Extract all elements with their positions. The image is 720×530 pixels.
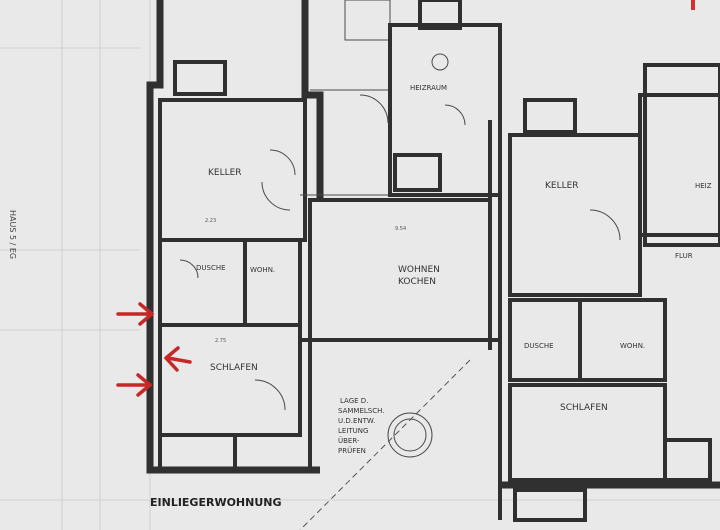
edge-label: HAUS 5 / EG (8, 210, 17, 259)
note-line-4: LEITUNG (338, 427, 368, 435)
room-label-schlafen-left: SCHLAFEN (210, 363, 258, 373)
walls-center (308, 0, 502, 520)
room-label-kochen: KOCHEN (398, 277, 436, 287)
room-label-flur-right: FLUR (675, 252, 693, 260)
note-line-3: U.D.ENTW. (338, 417, 375, 425)
room-label-heizraum: HEIZRAUM (410, 84, 447, 92)
arrow-1-icon (116, 302, 154, 326)
note-line-2: SAMMELSCH. (338, 407, 384, 415)
room-label-keller-right: KELLER (545, 181, 579, 191)
arrow-2-icon (164, 346, 192, 372)
dimension-954: 9.54 (395, 226, 406, 232)
dimension-275: 2.75 (215, 338, 226, 344)
room-label-wohn-left: WOHN. (250, 266, 275, 274)
room-label-wohnen: WOHNEN (398, 265, 440, 275)
walls-right (500, 63, 720, 522)
room-label-wohn-right: WOHN. (620, 342, 645, 350)
note-line-5: ÜBER- (338, 436, 360, 445)
plan-caption: EINLIEGERWOHNUNG (150, 496, 282, 509)
dimension-labels: 9.54 2.75 2.23 (205, 218, 406, 344)
room-label-heiz-right: HEIZ (695, 182, 712, 190)
walls-left (146, 0, 500, 474)
sewer-line (299, 359, 471, 530)
room-labels: KELLER DUSCHE WOHN. WOHNEN KOCHEN SCHLAF… (196, 84, 712, 413)
room-label-dusche-left: DUSCHE (196, 264, 226, 272)
room-label-schlafen-right: SCHLAFEN (560, 403, 608, 413)
dimension-223: 2.23 (205, 218, 216, 224)
note-line-6: PRÜFEN (338, 446, 366, 455)
note-line-1: LAGE D. (340, 397, 368, 405)
sewer-note: LAGE D. SAMMELSCH. U.D.ENTW. LEITUNG ÜBE… (338, 397, 384, 455)
room-label-keller-left: KELLER (208, 168, 242, 178)
room-label-dusche-right: DUSCHE (524, 342, 554, 350)
arrow-3-icon (116, 373, 152, 397)
annotation-arrows (116, 302, 192, 397)
door-swings (179, 94, 621, 411)
